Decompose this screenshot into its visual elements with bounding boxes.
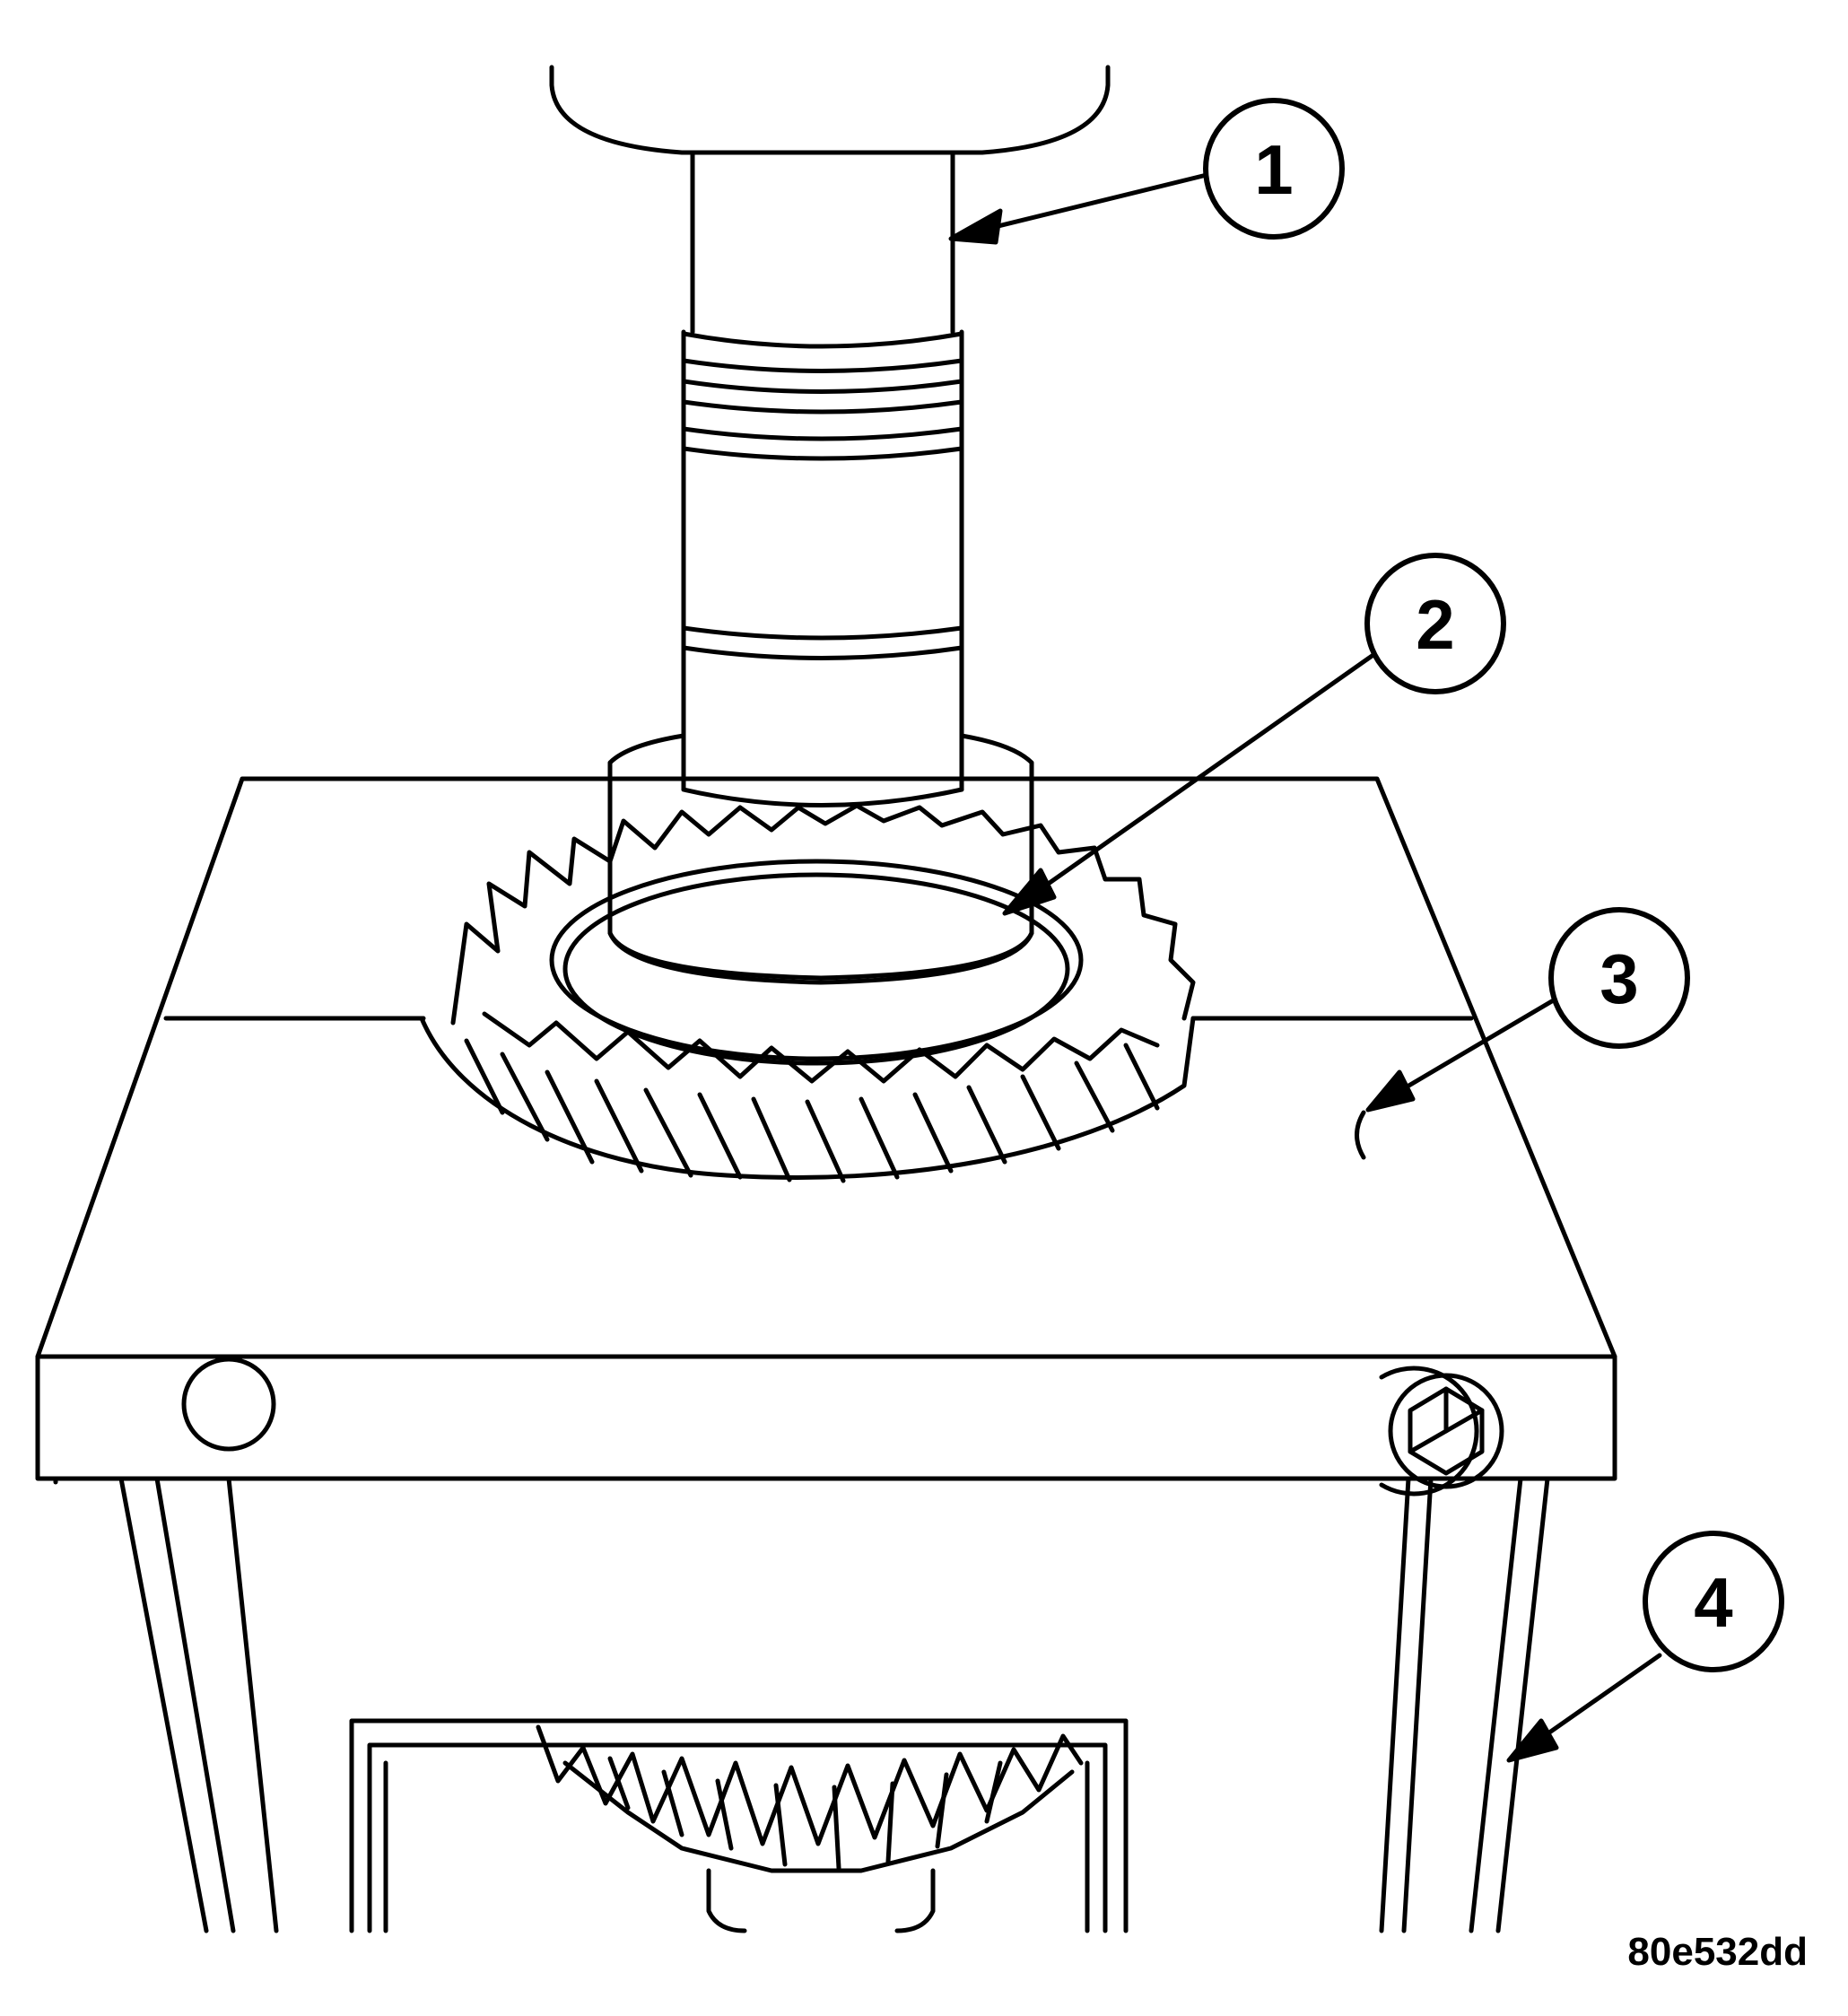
callout-1: 1 [1203, 98, 1345, 240]
callout-3: 3 [1548, 907, 1690, 1049]
callout-4: 4 [1643, 1531, 1784, 1672]
callout-2: 2 [1364, 553, 1506, 694]
callout-2-label: 2 [1416, 585, 1454, 664]
upper-gear [450, 803, 1196, 1183]
press-shaft [549, 65, 1111, 985]
callout-3-label: 3 [1600, 939, 1638, 1018]
callout-4-label: 4 [1694, 1563, 1732, 1642]
callout-1-label: 1 [1254, 130, 1293, 209]
lower-gear [536, 1724, 1084, 1933]
press-plate [35, 776, 1617, 1497]
leader-lines [948, 172, 1662, 1763]
fixture-frame [118, 1476, 1550, 1933]
figure-code: 80e532dd [1627, 1930, 1808, 1974]
